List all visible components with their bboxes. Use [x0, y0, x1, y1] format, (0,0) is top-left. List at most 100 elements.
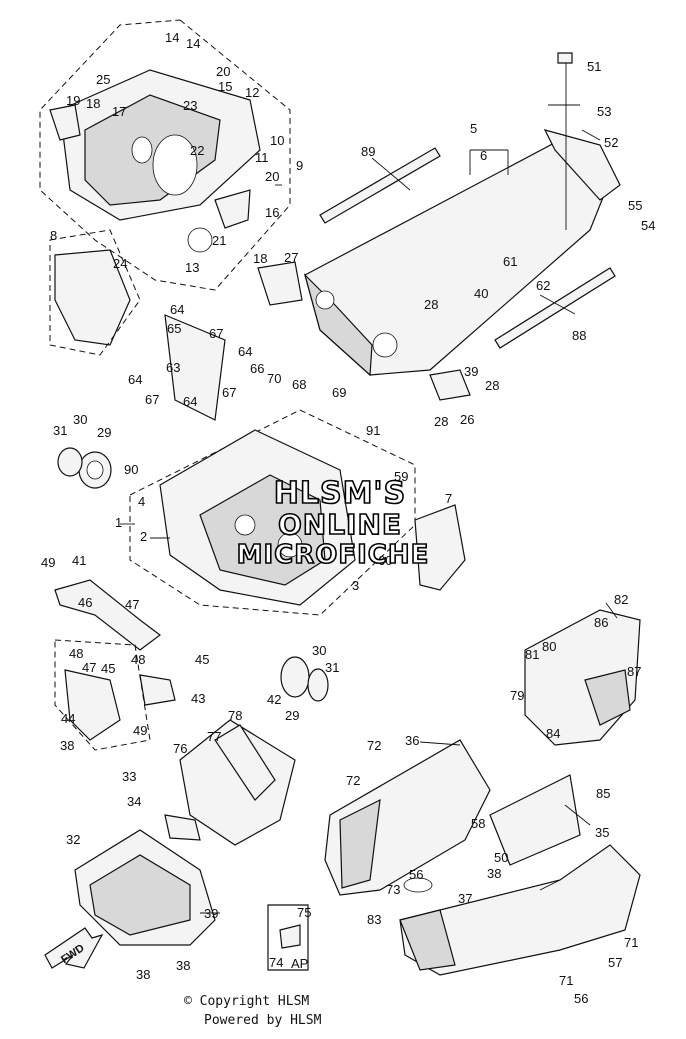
- callout-35: 35: [595, 825, 609, 840]
- callout-31: 31: [325, 660, 339, 675]
- callout-61: 61: [503, 254, 517, 269]
- callout-20: 20: [265, 169, 279, 184]
- callout-71: 71: [559, 973, 573, 988]
- callout-45: 45: [101, 661, 115, 676]
- callout-48: 48: [69, 646, 83, 661]
- callout-55: 55: [628, 198, 642, 213]
- callout-66: 66: [250, 361, 264, 376]
- callout-3: 3: [352, 578, 359, 593]
- side-panels-right: [267, 609, 641, 976]
- callout-14: 14: [165, 30, 179, 45]
- callout-63: 63: [166, 360, 180, 375]
- callout-49: 49: [41, 555, 55, 570]
- callout-81: 81: [525, 647, 539, 662]
- callout-67: 67: [222, 385, 236, 400]
- callout-25: 25: [96, 72, 110, 87]
- footer: © Copyright HLSM Powered by HLSM: [184, 992, 321, 1030]
- callout-33: 33: [122, 769, 136, 784]
- callout-43: 43: [191, 691, 205, 706]
- callout-86: 86: [594, 615, 608, 630]
- callout-74: 74: [269, 955, 283, 970]
- callout-51: 51: [587, 59, 601, 74]
- callout-50: 50: [494, 850, 508, 865]
- callout-21: 21: [212, 233, 226, 248]
- powered-by-text: Powered by HLSM: [204, 1013, 322, 1028]
- callout-46: 46: [78, 595, 92, 610]
- callout-77: 77: [207, 729, 221, 744]
- callout-27: 27: [284, 250, 298, 265]
- callout-60: 60: [378, 553, 392, 568]
- callout-64: 64: [183, 394, 197, 409]
- copyright-text: © Copyright HLSM: [184, 994, 310, 1009]
- callout-89: 89: [361, 144, 375, 159]
- callout-23: 23: [183, 98, 197, 113]
- callout-36: 36: [405, 733, 419, 748]
- callout-91: 91: [366, 423, 380, 438]
- tunnel-chassis: [257, 52, 621, 401]
- callout-80: 80: [542, 639, 556, 654]
- callout-72: 72: [346, 773, 360, 788]
- callout-64: 64: [128, 372, 142, 387]
- callout-31: 31: [53, 423, 67, 438]
- callout-78: 78: [228, 708, 242, 723]
- belly-pans-left: [74, 719, 296, 946]
- callout-75: 75: [297, 905, 311, 920]
- callout-73: 73: [386, 882, 400, 897]
- callout-87: 87: [627, 664, 641, 679]
- callout-14: 14: [186, 36, 200, 51]
- callout-38: 38: [60, 738, 74, 753]
- callout-5: 5: [470, 121, 477, 136]
- callout-47: 47: [125, 597, 139, 612]
- callout-4: 4: [138, 494, 145, 509]
- callout-28: 28: [424, 297, 438, 312]
- front-frame-assembly: [39, 19, 291, 356]
- callout-29: 29: [97, 425, 111, 440]
- callout-79: 79: [510, 688, 524, 703]
- callout-41: 41: [72, 553, 86, 568]
- watermark: HLSM'S ONLINE MICROFICHE: [200, 476, 480, 571]
- callout-56: 56: [409, 867, 423, 882]
- callout-68: 68: [292, 377, 306, 392]
- callout-45: 45: [195, 652, 209, 667]
- callout-39: 39: [204, 906, 218, 921]
- callout-84: 84: [546, 726, 560, 741]
- callout-15: 15: [218, 79, 232, 94]
- callout-47: 47: [82, 660, 96, 675]
- callout-38: 38: [136, 967, 150, 982]
- callout-19: 19: [66, 93, 80, 108]
- callout-18: 18: [86, 96, 100, 111]
- callout-13: 13: [185, 260, 199, 275]
- callout-54: 54: [641, 218, 655, 233]
- callout-39: 39: [464, 364, 478, 379]
- watermark-line-2: ONLINE: [277, 508, 403, 541]
- callout-70: 70: [267, 371, 281, 386]
- callout-69: 69: [332, 385, 346, 400]
- callout-67: 67: [209, 326, 223, 341]
- callout-7: 7: [445, 491, 452, 506]
- callout-62: 62: [536, 278, 550, 293]
- callout-17: 17: [112, 104, 126, 119]
- callout-44: 44: [61, 711, 75, 726]
- callout-59: 59: [394, 469, 408, 484]
- ap-box-label: AP: [291, 956, 308, 971]
- callout-24: 24: [113, 256, 127, 271]
- callout-29: 29: [285, 708, 299, 723]
- callout-18: 18: [253, 251, 267, 266]
- callout-67: 67: [145, 392, 159, 407]
- front-frame-1: [54, 314, 466, 751]
- watermark-line-1: HLSM'S: [273, 476, 407, 511]
- callout-40: 40: [474, 286, 488, 301]
- callout-49: 49: [133, 723, 147, 738]
- callout-85: 85: [596, 786, 610, 801]
- callout-38: 38: [487, 866, 501, 881]
- callout-42: 42: [267, 692, 281, 707]
- callout-64: 64: [170, 302, 184, 317]
- callout-28: 28: [485, 378, 499, 393]
- callout-10: 10: [270, 133, 284, 148]
- callout-20: 20: [216, 64, 230, 79]
- callout-48: 48: [131, 652, 145, 667]
- callout-76: 76: [173, 741, 187, 756]
- callout-72: 72: [367, 738, 381, 753]
- callout-30: 30: [312, 643, 326, 658]
